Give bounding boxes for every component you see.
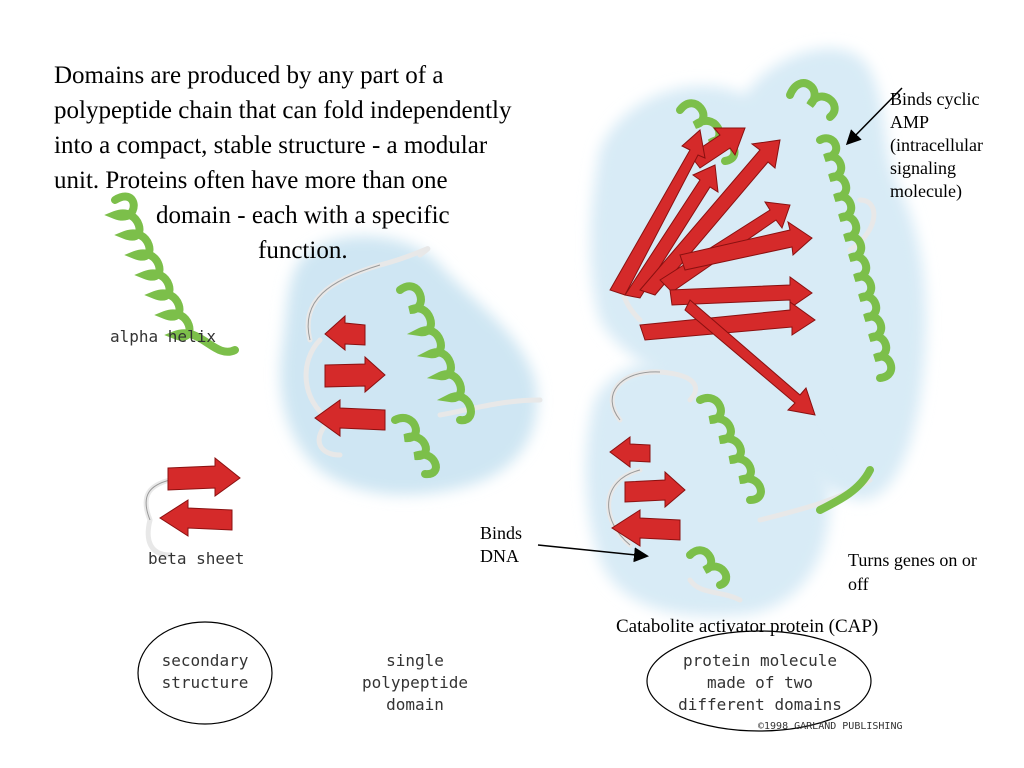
protein-molecule-caption: protein molecule made of two different d… [678,651,842,714]
binds-dna-label: Binds DNA [480,523,523,566]
secondary-structure-caption: secondary structure [161,651,249,692]
intro-line-4: unit. Proteins often have more than one [54,167,448,194]
single-domain-caption: single polypeptide domain [362,651,468,714]
secondary-structure-circle [137,621,273,725]
alpha-helix-label: alpha helix [110,327,216,346]
pointer-arrows [537,87,903,563]
turns-genes-label: Turns genes on or off [848,550,977,594]
beta-strands [159,127,816,547]
intro-line-5: domain - each with a specific [156,202,450,229]
intro-line-6: function. [258,237,348,264]
camp-arrow [845,87,903,146]
intro-line-2: polypeptide chain that can fold independ… [54,97,512,124]
intro-paragraph: Domains are produced by any part of a po… [54,58,594,268]
single-domain-halo [280,236,538,495]
dna-arrow [537,544,649,563]
alpha-helix-ribbon [104,192,239,356]
beta-sheet-label: beta sheet [148,549,245,568]
cap-title: Catabolite activator protein (CAP) [616,616,879,637]
protein-molecule-circle [646,630,872,732]
binds-camp-label: Binds cyclic AMP (intracellular signalin… [890,89,983,201]
intro-line-1: Domains are produced by any part of a [54,62,444,89]
intro-line-3: into a compact, stable structure - a mod… [54,132,488,159]
backbone-outline [145,264,661,546]
copyright-notice: ©1998 GARLAND PUBLISHING [758,721,903,732]
caption-circles [137,621,872,732]
